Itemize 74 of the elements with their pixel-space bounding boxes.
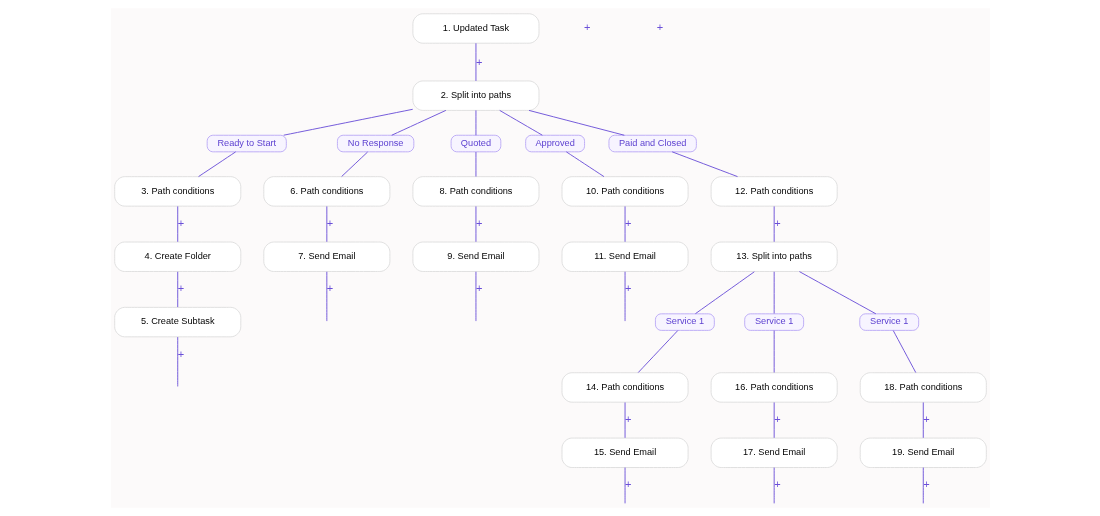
node-box: 9. Send Email bbox=[411, 241, 539, 272]
edge-label: + bbox=[475, 282, 482, 295]
node-box: No Response bbox=[336, 134, 414, 153]
connector bbox=[671, 151, 738, 178]
node-box: Service 1 bbox=[743, 313, 804, 331]
edge-label: + bbox=[177, 216, 184, 229]
connector bbox=[390, 109, 446, 136]
node-box: 12. Path conditions bbox=[710, 176, 838, 207]
connector bbox=[475, 109, 476, 136]
edge-label: + bbox=[624, 282, 631, 295]
node-box: 13. Split into paths bbox=[710, 241, 838, 272]
connector bbox=[624, 205, 625, 243]
edge-label: + bbox=[624, 216, 631, 229]
connector bbox=[922, 467, 924, 504]
connector bbox=[624, 467, 625, 504]
node-box: 7. Send Email bbox=[262, 241, 390, 272]
connector bbox=[498, 109, 543, 136]
connector bbox=[528, 109, 625, 136]
connector bbox=[624, 271, 625, 322]
edge-label: + bbox=[326, 282, 333, 295]
edge-label: + bbox=[177, 347, 184, 360]
node-box: Service 1 bbox=[858, 313, 919, 331]
connector bbox=[624, 402, 625, 439]
node-box: 6. Path conditions bbox=[262, 176, 390, 207]
connector bbox=[325, 271, 327, 322]
connector bbox=[475, 271, 476, 322]
node-box: 8. Path conditions bbox=[411, 176, 539, 207]
connector bbox=[475, 151, 476, 177]
node-box: 2. Split into paths bbox=[411, 80, 539, 111]
connector bbox=[773, 330, 775, 373]
node-box: 19. Send Email bbox=[859, 437, 987, 468]
connector bbox=[325, 205, 327, 243]
node-box: 18. Path conditions bbox=[859, 372, 987, 403]
connector bbox=[176, 205, 178, 243]
label: + bbox=[656, 21, 663, 34]
node-box: 14. Path conditions bbox=[561, 372, 689, 403]
node-box: 3. Path conditions bbox=[113, 176, 241, 207]
connector bbox=[176, 336, 178, 387]
edge-label: + bbox=[624, 412, 631, 425]
edge-label: + bbox=[326, 216, 333, 229]
connector bbox=[340, 151, 368, 177]
edge-label: + bbox=[177, 282, 184, 295]
node-box: 10. Path conditions bbox=[561, 176, 689, 207]
connector bbox=[176, 271, 178, 308]
connector bbox=[475, 205, 476, 243]
node-box: 5. Create Subtask bbox=[113, 306, 241, 338]
connector bbox=[197, 151, 236, 178]
connector bbox=[637, 330, 678, 373]
node-box: Paid and Closed bbox=[608, 134, 697, 153]
node-box: 16. Path conditions bbox=[710, 372, 838, 403]
connector bbox=[773, 271, 775, 314]
node-box: Quoted bbox=[450, 134, 501, 153]
connector bbox=[773, 467, 775, 504]
node-box: 17. Send Email bbox=[710, 437, 838, 468]
edge-label: + bbox=[624, 478, 631, 491]
connector bbox=[773, 402, 775, 439]
label: + bbox=[583, 21, 591, 34]
connector bbox=[694, 271, 755, 315]
connector bbox=[773, 205, 775, 243]
connector bbox=[922, 402, 924, 439]
node-box: 1. Updated Task bbox=[411, 13, 539, 44]
node-box: Approved bbox=[524, 134, 585, 153]
connector bbox=[892, 330, 916, 373]
connector bbox=[565, 151, 604, 178]
edge-label: + bbox=[475, 55, 482, 68]
connector bbox=[475, 42, 476, 82]
node-box: 15. Send Email bbox=[561, 437, 689, 468]
connector bbox=[282, 108, 413, 136]
node-box: Service 1 bbox=[654, 313, 715, 331]
connector bbox=[798, 271, 876, 315]
node-box: Ready to Start bbox=[206, 134, 287, 153]
node-box: 11. Send Email bbox=[561, 241, 689, 272]
edge-label: + bbox=[475, 216, 482, 229]
node-box: 4. Create Folder bbox=[113, 241, 241, 272]
